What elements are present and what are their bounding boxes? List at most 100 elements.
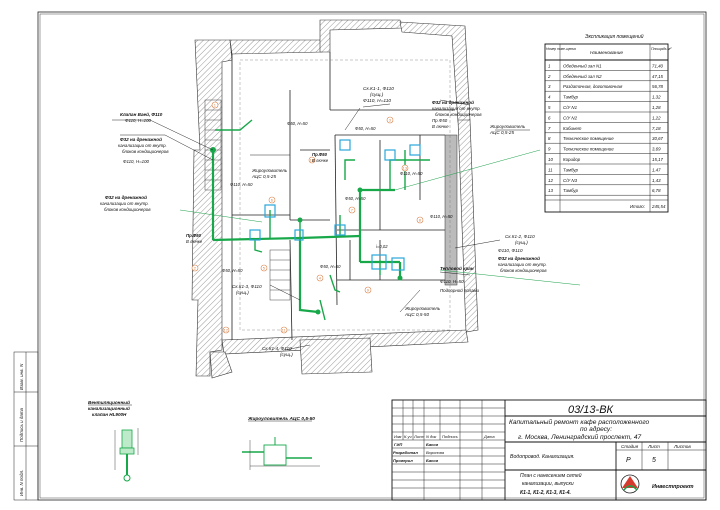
explication-cell-num: 3: [548, 84, 551, 89]
svg-text:В лючке: В лючке: [312, 158, 329, 163]
explication-cell-name: Коридор: [563, 157, 581, 162]
svg-text:i=0,02: i=0,02: [376, 244, 388, 249]
explication-cell-area: 15,17: [652, 157, 664, 162]
explication-cell-area: 56,78: [652, 84, 664, 89]
svg-text:В лючке: В лючке: [432, 124, 449, 129]
sheet-desc-3: К1-1, К1-2, К1-3, К1-4.: [520, 490, 571, 496]
leaders: [112, 99, 530, 351]
explication-cell-area: 1,47: [652, 167, 661, 172]
explication-cell-name: Кабинет: [563, 126, 582, 131]
project-title-1: Капитальный ремонт кафе расположенного: [509, 418, 650, 426]
explication-cell-num: 2: [547, 74, 551, 79]
explication-cell-name: С/У N3: [563, 178, 578, 183]
explication-cell-name: С/У N1: [563, 105, 578, 110]
svg-text:11: 11: [282, 328, 287, 333]
explication-cell-num: 6: [548, 115, 551, 120]
svg-text:канализации от внутр.: канализации от внутр.: [118, 143, 167, 148]
explication-header-num: Номер поме-щения: [546, 47, 576, 51]
explication-cell-num: 4: [548, 95, 551, 100]
doc-code: 03/13-ВК: [568, 404, 614, 416]
svg-text:5: 5: [263, 266, 266, 271]
col-kuch: К.уч: [404, 434, 412, 439]
left-margin-strip: Взам. инв. N Подпись и дата Инв. N подл.: [13, 351, 39, 501]
label-k1-2: Ск.К1-2, Ф110: [505, 234, 535, 239]
sheet-value: 5: [652, 457, 656, 464]
svg-text:13: 13: [403, 166, 408, 171]
explication-cell-name: Тамбур: [563, 167, 579, 172]
detail-vent-valve: Вентиляционный канализационный клапан НL…: [88, 399, 139, 482]
svg-text:Ф50, Н=50: Ф50, Н=50: [222, 268, 243, 273]
wall-east: [457, 119, 479, 333]
floor-plan: 1 2 3 4 5 6 7 8 9 10 11 12 13: [100, 19, 581, 379]
explication-cell-area: 1,43: [652, 178, 661, 183]
svg-text:В лючке: В лючке: [186, 239, 203, 244]
wall-southwest: [209, 351, 233, 379]
explication-cell-num: 7: [548, 126, 551, 131]
explication-cell-area: 71,40: [652, 63, 664, 68]
svg-text:10: 10: [310, 158, 315, 163]
svg-text:6: 6: [271, 198, 274, 203]
margin-label-replace: Взам. инв. N: [19, 363, 24, 390]
col-ndok: N док: [426, 434, 437, 439]
explication-cell-area: 30,67: [652, 136, 664, 141]
svg-text:Ф110, Н=50: Ф110, Н=50: [230, 182, 253, 187]
name-gip: Басов: [426, 442, 439, 447]
role-check: Проверил: [393, 458, 413, 463]
svg-text:(сущ.): (сущ.): [515, 240, 528, 245]
cut-boundary: [239, 59, 451, 331]
explication-title: Экспликация помещений: [585, 33, 644, 40]
explication-total-label: Итого:: [630, 204, 646, 209]
explication-cell-name: С/У N2: [563, 115, 578, 120]
label-tap: Тепловой кран: [440, 265, 474, 271]
explication-cell-name: Тамбур: [563, 188, 579, 193]
detail-grease-trap: Жироуловитель АЦС 0,5-50: [242, 416, 320, 470]
name-dev: Воронова: [426, 450, 445, 455]
svg-text:блоков кондиционеров: блоков кондиционеров: [104, 207, 151, 212]
sheet-label: Лист: [647, 444, 660, 449]
sheet-desc-2: канализации, выпуски: [522, 481, 574, 487]
label-k1-4: Ск.К1-4, Ф110: [262, 346, 292, 351]
explication-cell-area: 1,32: [652, 95, 661, 100]
label-grease-3: Жироуловитель: [404, 306, 441, 311]
explication-cell-area: 6,78: [652, 188, 661, 193]
explication-cell-name: Техническое помещение: [563, 147, 614, 152]
wall-south-annex: [299, 337, 373, 375]
svg-text:(сущ.): (сущ.): [280, 352, 293, 357]
svg-text:АЦС 0,5-25: АЦС 0,5-25: [489, 130, 514, 135]
explication-cell-num: 10: [548, 157, 553, 162]
svg-text:Пр.Ф50: Пр.Ф50: [312, 152, 328, 157]
wall-north-b: [319, 19, 403, 53]
svg-text:Пр.Ф50: Пр.Ф50: [432, 118, 448, 123]
svg-text:канализационный: канализационный: [88, 405, 130, 411]
svg-text:3: 3: [389, 118, 392, 123]
svg-text:4: 4: [319, 276, 322, 281]
svg-text:АЦС 0,5-25: АЦС 0,5-25: [251, 174, 276, 179]
stage-value: Р: [626, 457, 631, 464]
svg-text:канализации от внутр.: канализации от внутр.: [100, 201, 149, 206]
col-date: Дата: [483, 434, 495, 439]
explication-cell-area: 1,28: [652, 105, 661, 110]
margin-label-sign: Подпись и дата: [19, 407, 24, 442]
explication-header-name: Наименование: [590, 50, 623, 56]
explication-cell-num: 8: [548, 136, 551, 141]
shaft-shade: [444, 134, 458, 286]
svg-text:12: 12: [224, 328, 229, 333]
svg-text:Ф110, Н=50: Ф110, Н=50: [430, 214, 453, 219]
role-dev: Разработал: [393, 450, 418, 455]
explication-cell-area: 3,69: [652, 147, 661, 152]
section-name: Водопровод. Канализация.: [510, 454, 575, 460]
svg-text:Ф110, Н=100: Ф110, Н=100: [125, 118, 152, 123]
svg-text:1: 1: [214, 103, 217, 108]
sheet-desc-1: План с нанесением сетей: [520, 472, 582, 479]
role-gip: ГИП: [394, 442, 402, 447]
org-logo: [620, 474, 640, 494]
svg-text:Ф110, Н=50: Ф110, Н=50: [440, 279, 464, 284]
svg-text:Ф50, Н=50: Ф50, Н=50: [287, 121, 308, 126]
plan-annotations: Ск.К1-1, Ф110 (сущ.) Ф110, Н=110 Клапан …: [100, 86, 547, 357]
explication-cell-num: 1: [548, 63, 551, 68]
svg-text:9: 9: [367, 288, 370, 293]
explication-cell-name: Обеденный зал N2: [563, 74, 602, 79]
svg-text:Ф32 на дренажной: Ф32 на дренажной: [120, 136, 162, 142]
explication-cell-name: Раздаточная, доготовочная: [563, 84, 623, 89]
explication-cell-num: 5: [548, 105, 551, 110]
